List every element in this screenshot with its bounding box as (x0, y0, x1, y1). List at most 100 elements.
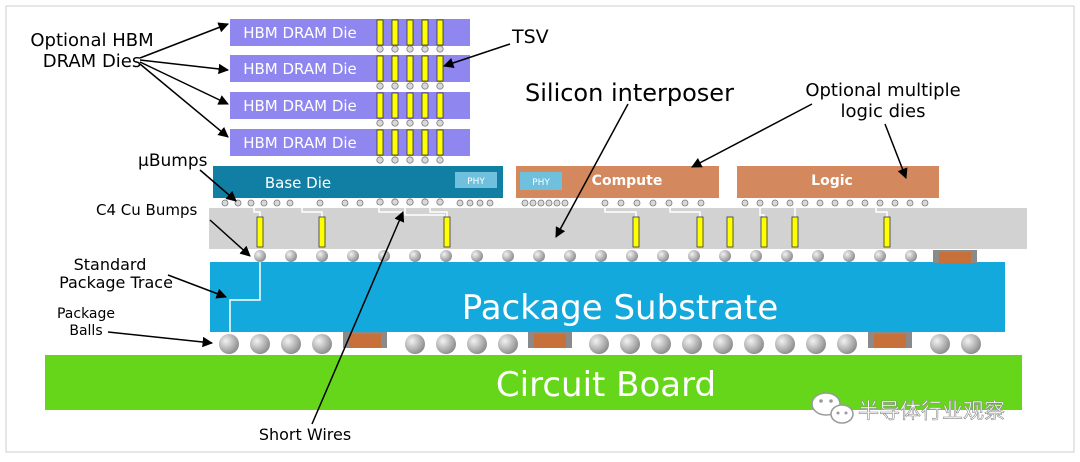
package-ball (589, 334, 609, 354)
hbm-die-1 (230, 19, 470, 46)
interposer-via (883, 216, 891, 248)
tsv-bump (391, 198, 399, 206)
package-ball (620, 334, 640, 354)
c4-bump (688, 250, 700, 262)
tsv (376, 129, 384, 156)
package-ball (744, 334, 764, 354)
micro-bump (617, 199, 625, 207)
interposer-via (726, 216, 734, 248)
c4-bump (502, 250, 514, 262)
package-balls (219, 334, 981, 354)
tsv-bump (406, 156, 414, 164)
c4-bump (750, 250, 762, 262)
tsv-bump (391, 156, 399, 164)
package-ball (436, 334, 456, 354)
hbm-die-label-2: HBM DRAM Die (243, 60, 357, 78)
package-ball (930, 334, 950, 354)
micro-bump (286, 199, 294, 207)
compute-die-phy (520, 172, 562, 190)
standard-trace-arrow (167, 274, 227, 299)
micro-bump (537, 199, 545, 207)
micro-bump (786, 199, 794, 207)
watermark-text: 半导体行业观察 (858, 399, 1005, 423)
c4-bump (285, 250, 297, 262)
package-balls-label-2: Balls (69, 323, 102, 339)
hbm-die-label-4: HBM DRAM Die (243, 134, 357, 152)
micro-bump (861, 199, 869, 207)
tsv-label: TSV (511, 26, 549, 48)
package-ball (405, 334, 425, 354)
c4-bump (471, 250, 483, 262)
tsv (406, 92, 414, 119)
package-ball (713, 334, 733, 354)
interposer-via (760, 216, 768, 248)
tsv-bump (376, 198, 384, 206)
interposer-via (632, 216, 640, 248)
c4-bump (595, 250, 607, 262)
ubumps-label: μBumps (138, 151, 208, 171)
c4-bump (657, 250, 669, 262)
micro-bump (906, 199, 914, 207)
hbm-die-4 (230, 129, 470, 156)
compute-die-phy-label: PHY (532, 178, 550, 188)
base-die (213, 166, 503, 198)
tsv (391, 19, 399, 46)
micro-bump (456, 199, 464, 207)
tsv (421, 19, 429, 46)
ubumps-arrow (199, 169, 237, 202)
micro-bump (553, 199, 561, 207)
tsv-bump (436, 198, 444, 206)
c4-bump (905, 250, 917, 262)
micro-bump (356, 199, 364, 207)
interposer-via (318, 216, 326, 248)
c4-bump (843, 250, 855, 262)
package-substrate (210, 262, 1005, 332)
micro-bump (529, 199, 537, 207)
tsv-bump (436, 119, 444, 127)
micro-bump (545, 199, 553, 207)
micro-bump (316, 199, 324, 207)
micro-bump (649, 199, 657, 207)
micro-bump (221, 199, 229, 207)
interposer-via (791, 216, 799, 248)
base-die-phy (455, 172, 497, 188)
optional-logic-arrow-1 (691, 103, 813, 168)
package-balls-arrow (107, 331, 214, 348)
micro-bump (697, 199, 705, 207)
tsv-bump (376, 82, 384, 90)
tsv-bump (406, 198, 414, 206)
tsv-bump (376, 119, 384, 127)
hbm-die-label-1: HBM DRAM Die (243, 24, 357, 42)
tsv (391, 92, 399, 119)
package-ball (312, 334, 332, 354)
package-ball (651, 334, 671, 354)
c4-bump (564, 250, 576, 262)
c4-bump (812, 250, 824, 262)
micro-bump (876, 199, 884, 207)
tsv (421, 92, 429, 119)
tsv (436, 19, 444, 46)
c4-bumps (254, 250, 917, 262)
tsv (376, 55, 384, 82)
tsv-bump (421, 156, 429, 164)
tsv-bump (391, 82, 399, 90)
tsv-bump (406, 82, 414, 90)
micro-bump (801, 199, 809, 207)
tsv (391, 55, 399, 82)
tsv-bump (421, 82, 429, 90)
tsv-bump (436, 156, 444, 164)
micro-bump (247, 199, 255, 207)
compute-die-label: Compute (592, 173, 663, 189)
base-die-phy-label: PHY (467, 177, 485, 187)
silicon-interposer-label: Silicon interposer (525, 79, 734, 107)
c4-bump (409, 250, 421, 262)
package-ball (775, 334, 795, 354)
tsv (436, 92, 444, 119)
tsv-bump (436, 45, 444, 53)
package-ball (281, 334, 301, 354)
micro-bump (273, 199, 281, 207)
board-caps (343, 332, 912, 348)
tsv-bump (406, 119, 414, 127)
interposer-via (443, 216, 451, 248)
interposer-via (256, 216, 264, 248)
